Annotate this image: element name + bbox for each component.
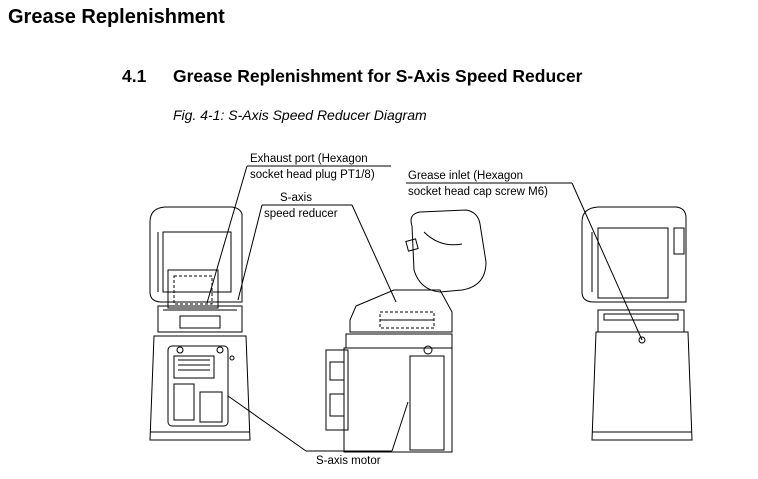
robot-back-view (581, 206, 693, 441)
callout-leaders (206, 165, 643, 452)
grease-inlet-label-1: Grease inlet (Hexagon (408, 170, 523, 182)
robot-front-view (149, 206, 251, 441)
page-heading: Grease Replenishment (8, 6, 225, 28)
reducer-label-2: speed reducer (264, 208, 338, 220)
exhaust-label-1: Exhaust port (Hexagon (250, 153, 368, 165)
exhaust-label-2: socket head plug PT1/8) (250, 169, 375, 181)
section-title: Grease Replenishment for S-Axis Speed Re… (173, 66, 583, 86)
figure-caption: Fig. 4-1: S-Axis Speed Reducer Diagram (173, 107, 427, 123)
callout-labels: Exhaust port (Hexagon socket head plug P… (250, 153, 548, 467)
grease-inlet-label-2: socket head cap screw M6) (408, 186, 548, 198)
motor-label: S-axis motor (316, 455, 381, 467)
reducer-label-1: S-axis (280, 192, 312, 204)
section-number: 4.1 (122, 66, 147, 86)
robot-side-view (325, 209, 487, 453)
